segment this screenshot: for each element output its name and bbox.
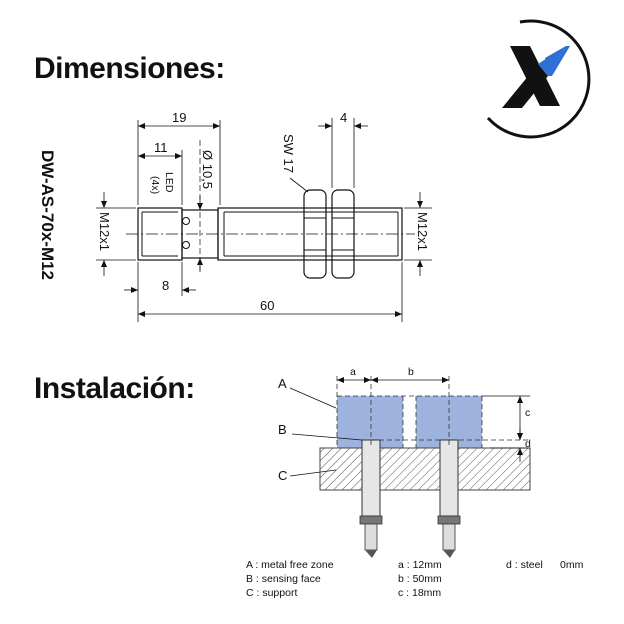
dim-d: d xyxy=(525,438,531,450)
thread-right-label: M12x1 xyxy=(415,212,430,251)
label-c: C xyxy=(278,468,287,483)
legend-b-val: b : 50mm xyxy=(398,573,442,585)
diameter-label: Ø 10,5 xyxy=(200,150,215,189)
legend-a-val: a : 12mm xyxy=(398,559,442,571)
support-plate xyxy=(319,447,531,491)
model-label: DW-AS-70x-M12 xyxy=(38,150,57,280)
installation-drawing: A B C a b c d xyxy=(278,366,531,558)
dim-4: 4 xyxy=(340,110,347,125)
thread-left-label: M12x1 xyxy=(97,212,112,251)
legend-c-val: c : 18mm xyxy=(398,587,441,599)
installation-title: Instalación: xyxy=(34,372,195,405)
metal-free-zone-1 xyxy=(337,396,403,448)
dim-b: b xyxy=(408,366,414,378)
label-b: B xyxy=(278,422,287,437)
label-a: A xyxy=(278,376,287,391)
brand-logo xyxy=(486,19,591,139)
legend: A : metal free zone B : sensing face C :… xyxy=(246,559,584,599)
dim-19: 19 xyxy=(172,110,186,125)
dim-11: 11 xyxy=(154,140,168,155)
led-count-label: (4x) xyxy=(149,176,161,194)
sensor-dimensions xyxy=(96,118,432,322)
dim-60: 60 xyxy=(260,298,274,313)
sensor-drawing xyxy=(126,140,415,279)
legend-b-key: B : sensing face xyxy=(246,573,321,585)
dimensions-title: Dimensiones: xyxy=(34,52,225,85)
dim-c: c xyxy=(525,407,530,419)
legend-c-key: C : support xyxy=(246,587,297,599)
legend-d-key: d : steel xyxy=(506,559,543,571)
dim-a: a xyxy=(350,366,356,378)
led-label: LED xyxy=(163,172,175,193)
legend-a-key: A : metal free zone xyxy=(246,559,334,571)
sw-label: SW 17 xyxy=(281,134,296,173)
dim-8: 8 xyxy=(162,278,169,293)
legend-d-val: 0mm xyxy=(560,559,584,571)
